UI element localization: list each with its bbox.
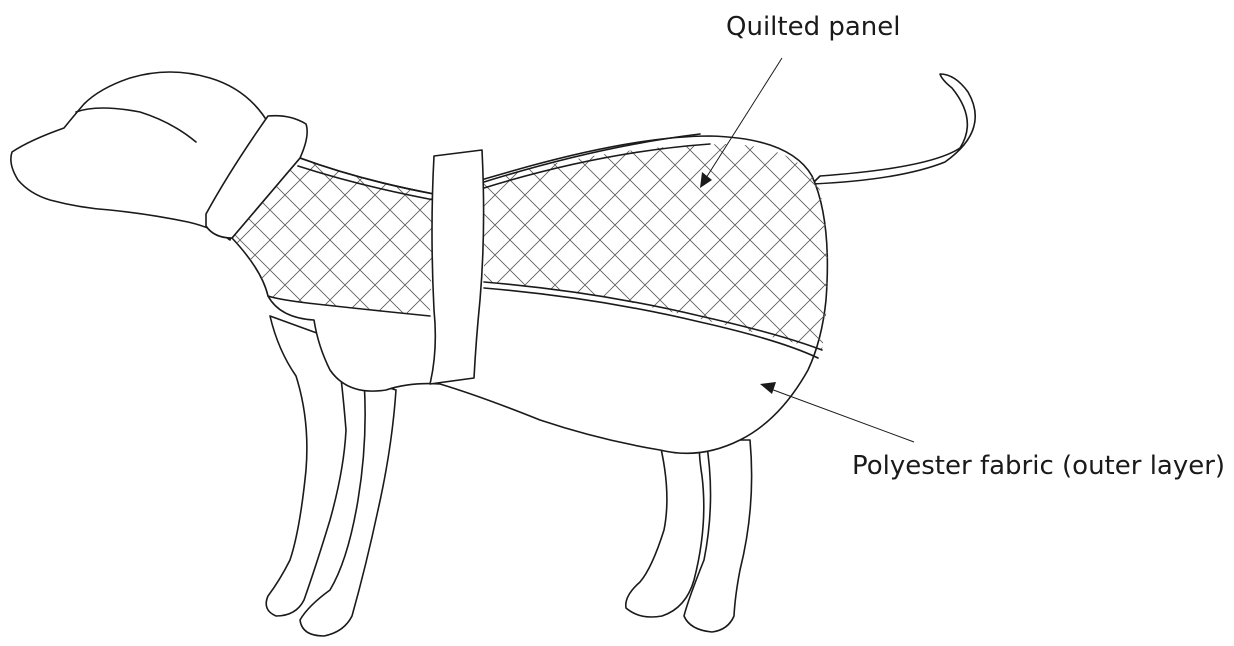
quilted-panel-label: Quilted panel (726, 14, 900, 40)
coat-girth-strap (430, 150, 484, 384)
dog-tail (812, 74, 975, 184)
outer-fabric-label: Polyester fabric (outer layer) (852, 453, 1225, 479)
outer-fabric-leader (768, 388, 914, 442)
